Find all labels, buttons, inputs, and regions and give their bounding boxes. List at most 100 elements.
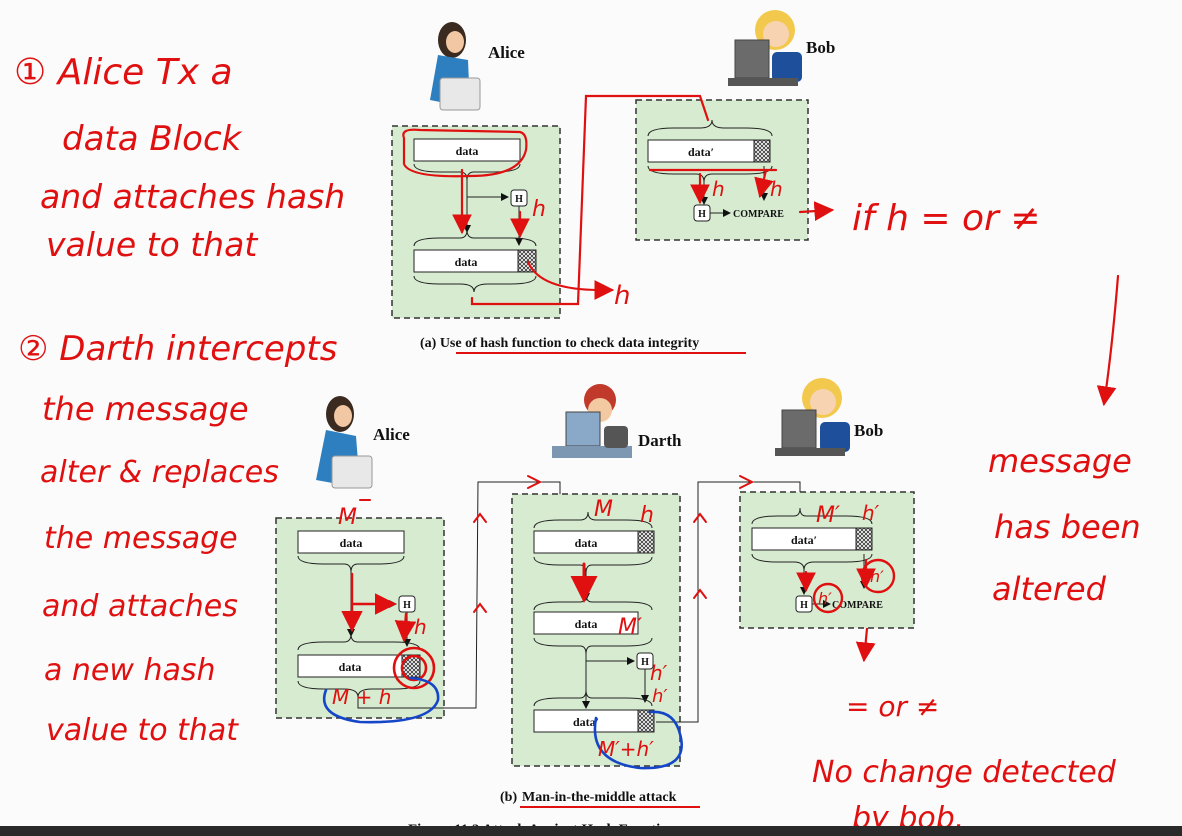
red-chevron-1 bbox=[473, 512, 487, 523]
data-label-darth-3: data′ bbox=[573, 715, 599, 729]
panel-a: Alice Bob data H data data′ bbox=[391, 10, 835, 354]
data-label-darth-2: data bbox=[575, 617, 598, 631]
red-arrow-alice-h-down bbox=[394, 612, 417, 643]
h-prime-bob-1: h′ bbox=[818, 589, 832, 608]
hash-label-darth: H bbox=[641, 657, 649, 668]
handwritten-notes: ① Alice Tx a data Block and attaches has… bbox=[14, 52, 1141, 836]
note2-line2: the message bbox=[42, 390, 249, 428]
data-box-a-top bbox=[413, 138, 521, 162]
caption-a: (a) Use of hash function to check data i… bbox=[420, 336, 699, 351]
data-box-b-alice-top bbox=[297, 530, 405, 554]
note2-line1: ② Darth intercepts bbox=[18, 329, 337, 369]
bob-figure-a bbox=[728, 10, 802, 86]
note1-line3: and attaches hash bbox=[40, 177, 345, 216]
h-label-alice: h bbox=[414, 615, 427, 639]
h-darth-top: h bbox=[640, 503, 654, 528]
data-label-b-alice-bottom: data bbox=[339, 660, 362, 674]
h-prime-bob-top: h′ bbox=[862, 501, 880, 525]
brace-darth-5 bbox=[533, 689, 653, 707]
hash-tag-bob-a bbox=[753, 139, 771, 163]
compare-label-b: COMPARE bbox=[832, 600, 883, 611]
h-prime-bob-2: h′ bbox=[870, 567, 884, 586]
path-darth-to-bob bbox=[656, 481, 804, 723]
data-label-darth-1: data bbox=[575, 536, 598, 550]
m-plus-h-alice: M + h bbox=[332, 685, 391, 709]
data-label-bob-a: data′ bbox=[688, 145, 714, 159]
data-box-darth-2 bbox=[533, 611, 639, 635]
h-label-a-2: h bbox=[614, 281, 630, 311]
red-arrow-bob-a2 bbox=[754, 168, 774, 199]
blue-oval-alice bbox=[323, 676, 440, 724]
note1-line2: data Block bbox=[62, 119, 243, 159]
data-label-a-top: data bbox=[456, 144, 479, 158]
data-label-b-alice-top: data bbox=[340, 536, 363, 550]
hash-label-a: H bbox=[515, 194, 523, 205]
path-alice-to-darth bbox=[357, 481, 564, 709]
red-scribble-tag bbox=[392, 646, 436, 690]
bottom-bar bbox=[0, 826, 1182, 836]
alice-figure-b bbox=[316, 396, 373, 489]
note2-line7: value to that bbox=[46, 713, 239, 748]
blue-oval-darth bbox=[593, 710, 683, 770]
red-chevron-2 bbox=[473, 602, 487, 613]
altered-line2: has been bbox=[994, 508, 1141, 546]
annotation-marks bbox=[323, 475, 896, 770]
caption-b-prefix: (b) bbox=[500, 790, 517, 805]
bob-label-a: Bob bbox=[806, 38, 835, 57]
red-arrow-h-right bbox=[526, 260, 615, 300]
hash-tag-darth-3 bbox=[637, 709, 655, 733]
alice-figure-a bbox=[430, 22, 481, 111]
note2-line6: a new hash bbox=[44, 653, 216, 688]
alice-label-a: Alice bbox=[488, 43, 525, 62]
hash-label-bob-a: H bbox=[698, 209, 706, 220]
red-loop-a bbox=[402, 128, 528, 178]
caption-b-main: Man-in-the-middle attack bbox=[522, 790, 677, 805]
altered-line3: altered bbox=[992, 570, 1107, 608]
brace-bob-b-1 bbox=[751, 507, 873, 525]
bottom-line2: No change detected bbox=[812, 755, 1117, 790]
if-note: if h = or ≠ bbox=[852, 198, 1040, 239]
h-label-a-4: h bbox=[770, 177, 783, 201]
red-down-arrow-right bbox=[1096, 274, 1120, 407]
h-prime-darth-2: h′ bbox=[652, 686, 668, 707]
m-prime-bob: M′ bbox=[816, 503, 840, 528]
hash-tag-a bbox=[517, 249, 537, 273]
note2-line4: the message bbox=[44, 521, 238, 556]
red-chevron-3 bbox=[693, 512, 707, 523]
red-circle-h-bob-1 bbox=[812, 582, 844, 614]
m-h-darth: M bbox=[594, 497, 613, 522]
brace-b-alice-2 bbox=[297, 633, 421, 651]
h-prime-darth: h′ bbox=[650, 661, 668, 685]
altered-line1: message bbox=[988, 442, 1132, 480]
red-path-to-bob bbox=[470, 94, 710, 306]
h-label-a-1: h bbox=[532, 197, 546, 222]
data-label-bob-b: data′ bbox=[791, 533, 817, 547]
red-scribble-tag-inner bbox=[400, 654, 428, 682]
darth-figure bbox=[552, 384, 632, 458]
data-label-a-bottom: data bbox=[455, 255, 478, 269]
bob-label-b: Bob bbox=[854, 421, 883, 440]
note1-line1: ① Alice Tx a bbox=[14, 52, 233, 93]
bob-figure-b bbox=[775, 378, 850, 456]
note2-line5: and attaches bbox=[42, 589, 238, 624]
hash-label-bob-b: H bbox=[800, 600, 808, 611]
hash-tag-bob-b bbox=[855, 527, 873, 551]
darth-label: Darth bbox=[638, 431, 682, 450]
compare-label-a: COMPARE bbox=[733, 209, 784, 220]
brace-bob-a bbox=[647, 119, 773, 137]
red-arrow-compare bbox=[798, 201, 835, 221]
alice-label-b: Alice bbox=[373, 425, 410, 444]
m-prime-darth: M′ bbox=[618, 615, 642, 640]
brace-darth-1 bbox=[533, 511, 653, 529]
m-prime-h-prime-darth: M′+h′ bbox=[598, 737, 654, 761]
hash-tag-darth-1 bbox=[637, 530, 655, 554]
m-label-alice: M bbox=[338, 505, 357, 530]
h-label-a-3: h bbox=[712, 177, 725, 201]
panel-a-annotations bbox=[402, 94, 1120, 663]
hash-label-b-alice: H bbox=[403, 600, 411, 611]
brace-a-3 bbox=[413, 275, 537, 293]
note2-line3: alter & replaces bbox=[40, 455, 279, 490]
red-chevron-4 bbox=[693, 588, 707, 599]
red-chevron-5 bbox=[527, 475, 543, 489]
